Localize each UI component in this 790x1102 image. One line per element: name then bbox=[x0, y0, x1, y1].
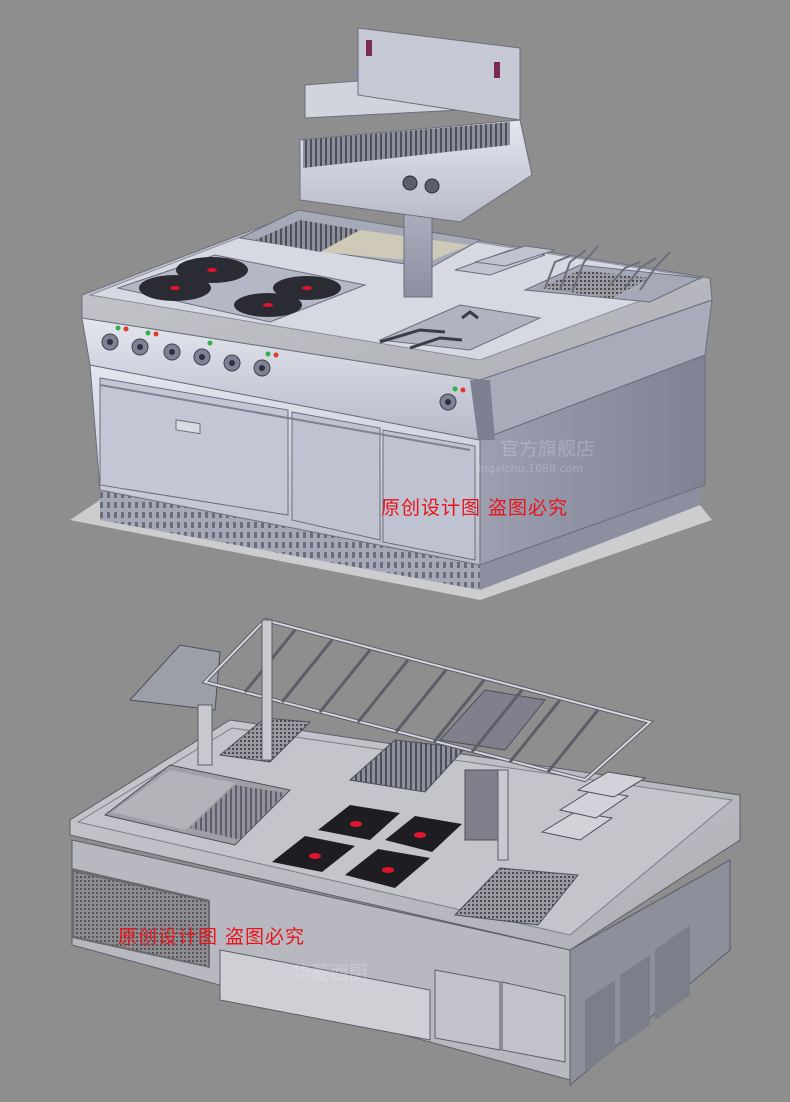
shelf-post bbox=[197, 704, 213, 766]
salamander-column bbox=[403, 204, 433, 298]
oven-door-left bbox=[99, 377, 289, 516]
overhead-gantry-rack bbox=[201, 617, 655, 861]
open-shelf bbox=[219, 949, 431, 1041]
bottom-watermark-brand: 华菱西厨 bbox=[292, 962, 369, 984]
cabinet-door-middle bbox=[291, 411, 381, 541]
indicator-left bbox=[366, 40, 372, 56]
indicator-right bbox=[494, 62, 500, 78]
control-knobs bbox=[101, 325, 466, 411]
electric-hotplates bbox=[139, 257, 341, 317]
top-watermark-brand: 官方旗舰店 bbox=[500, 438, 596, 460]
plinth-side bbox=[480, 485, 700, 590]
warming-block bbox=[439, 689, 546, 751]
corner-chamfer bbox=[470, 380, 495, 440]
top-watermark-url: ingxichu.1688.com bbox=[478, 462, 584, 475]
mesh-drawer-face bbox=[74, 872, 208, 966]
top-copyright-label: 原创设计图 盗图必究 bbox=[381, 497, 569, 519]
cabinet-door-right bbox=[382, 429, 476, 561]
induction-hobs bbox=[272, 805, 462, 888]
griddle-plate bbox=[112, 770, 235, 830]
basket-handles bbox=[544, 245, 671, 293]
floor-shadow bbox=[70, 500, 712, 600]
side-panels bbox=[585, 925, 690, 1072]
fryer-well bbox=[378, 304, 542, 351]
plinth-vent bbox=[100, 490, 480, 590]
lower-door-2 bbox=[501, 981, 566, 1063]
door-top-seam bbox=[99, 384, 471, 451]
salamander-backplate bbox=[357, 27, 521, 121]
bain-marie-pans bbox=[540, 771, 647, 841]
top-cooking-island bbox=[70, 27, 713, 600]
side-shelf bbox=[128, 644, 221, 711]
griddle-grill bbox=[190, 785, 285, 840]
worktop-surface bbox=[88, 213, 704, 361]
bottom-cooking-island bbox=[69, 617, 741, 1087]
grill-grate bbox=[255, 220, 360, 252]
salamander-grill bbox=[303, 122, 510, 168]
pasta-baskets bbox=[540, 270, 650, 298]
pasta-basket-well bbox=[453, 867, 579, 926]
bain-marie-pan-2 bbox=[474, 245, 556, 267]
door-handle bbox=[175, 419, 201, 435]
bottom-copyright-label: 原创设计图 盗图必究 bbox=[118, 926, 306, 948]
fryer-handles bbox=[379, 310, 479, 350]
lower-door-1 bbox=[434, 969, 501, 1051]
